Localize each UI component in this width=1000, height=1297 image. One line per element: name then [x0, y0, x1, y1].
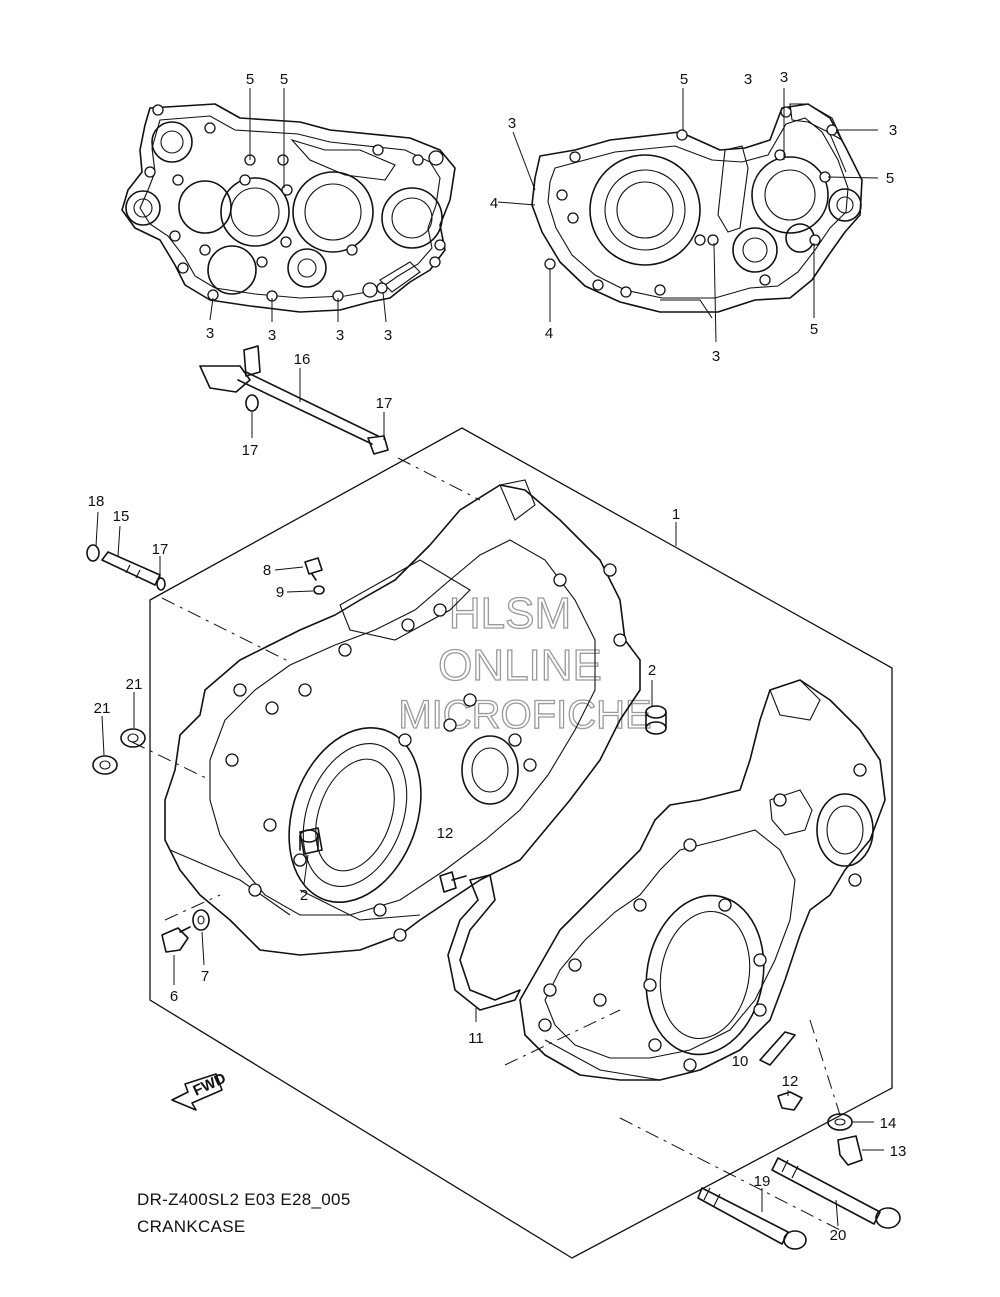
callout-2: 2	[300, 887, 308, 904]
part-2-dowel-pin-right	[645, 680, 667, 735]
crankcase-right-half	[519, 679, 886, 1081]
part-19-bolt	[697, 1187, 807, 1250]
callout-3: 3	[780, 69, 788, 86]
top-callout-leaders	[209, 88, 879, 343]
fwd-arrow-icon: FWD	[171, 1070, 229, 1111]
callout-21: 21	[94, 700, 111, 717]
watermark-line-1: HLSM	[449, 589, 571, 638]
bolt-hole-pattern	[225, 563, 627, 942]
callout-17: 17	[376, 395, 393, 412]
part-6-plug	[161, 926, 191, 985]
part-2-dowel-pin-left	[299, 829, 319, 885]
callout-15: 15	[113, 508, 130, 525]
watermark-line-2: ONLINE	[438, 641, 602, 690]
callout-3: 3	[268, 327, 276, 344]
crankcase-left-half-inner-view	[121, 103, 456, 313]
callout-3: 3	[712, 348, 720, 365]
diagram-code: DR-Z400SL2 E03 E28_005	[137, 1190, 351, 1209]
callout-16: 16	[294, 351, 311, 368]
callout-13: 13	[890, 1143, 907, 1160]
callout-10: 10	[732, 1053, 749, 1070]
callout-9: 9	[276, 584, 284, 601]
callout-numbers: 5 5 3 3 3 3 5 3 3 3 4 3 5 4 5 3 16 17 17…	[88, 69, 907, 1244]
callout-12: 12	[437, 825, 454, 842]
callout-12: 12	[782, 1073, 799, 1090]
watermark: HLSM ONLINE MICROFICHE	[398, 588, 653, 737]
callout-6: 6	[170, 988, 178, 1005]
callout-14: 14	[880, 1115, 897, 1132]
crankcase-left-half	[164, 479, 641, 956]
part-20-bolt	[771, 1157, 901, 1229]
callout-5: 5	[680, 71, 688, 88]
callout-19: 19	[754, 1173, 771, 1190]
callout-3: 3	[384, 327, 392, 344]
callout-21: 21	[126, 676, 143, 693]
part-12-bolt-upper	[439, 871, 467, 893]
part-7-gasket	[192, 909, 210, 966]
part-16-oil-pipe	[199, 345, 389, 455]
part-10-plate	[759, 1031, 796, 1066]
callout-3: 3	[889, 122, 897, 139]
callout-2: 2	[648, 662, 656, 679]
callout-3: 3	[336, 327, 344, 344]
callout-11: 11	[468, 1030, 484, 1047]
callout-4: 4	[490, 195, 498, 212]
bolt-hole-pattern	[538, 763, 867, 1072]
callout-1: 1	[672, 506, 680, 523]
part-11-plate	[447, 874, 521, 1022]
part-21-washers	[92, 692, 146, 775]
part-15-pin	[86, 511, 166, 591]
callout-17: 17	[242, 442, 259, 459]
part-14-washer	[827, 1113, 874, 1131]
callout-5: 5	[246, 71, 254, 88]
watermark-line-3: MICROFICHE	[398, 693, 651, 737]
callout-3: 3	[508, 115, 516, 132]
callout-5: 5	[810, 321, 818, 338]
diagram-title: CRANKCASE	[137, 1217, 246, 1236]
part-12-bolt-lower	[777, 1090, 803, 1111]
exploded-view-frame	[131, 427, 893, 1259]
callout-3: 3	[206, 325, 214, 342]
callout-18: 18	[88, 493, 105, 510]
crankcase-right-half-outer-view	[531, 103, 863, 319]
callout-8: 8	[263, 562, 271, 579]
callout-7: 7	[201, 968, 209, 985]
callout-17: 17	[152, 541, 169, 558]
callout-5: 5	[280, 71, 288, 88]
callout-20: 20	[830, 1227, 847, 1244]
part-13-plug	[837, 1135, 884, 1166]
part-9-washer	[286, 585, 325, 595]
callout-5: 5	[886, 170, 894, 187]
callout-4: 4	[545, 325, 553, 342]
part-8-bolt	[274, 557, 323, 581]
callout-3: 3	[744, 71, 752, 88]
bolt-hole-pattern	[544, 106, 838, 298]
